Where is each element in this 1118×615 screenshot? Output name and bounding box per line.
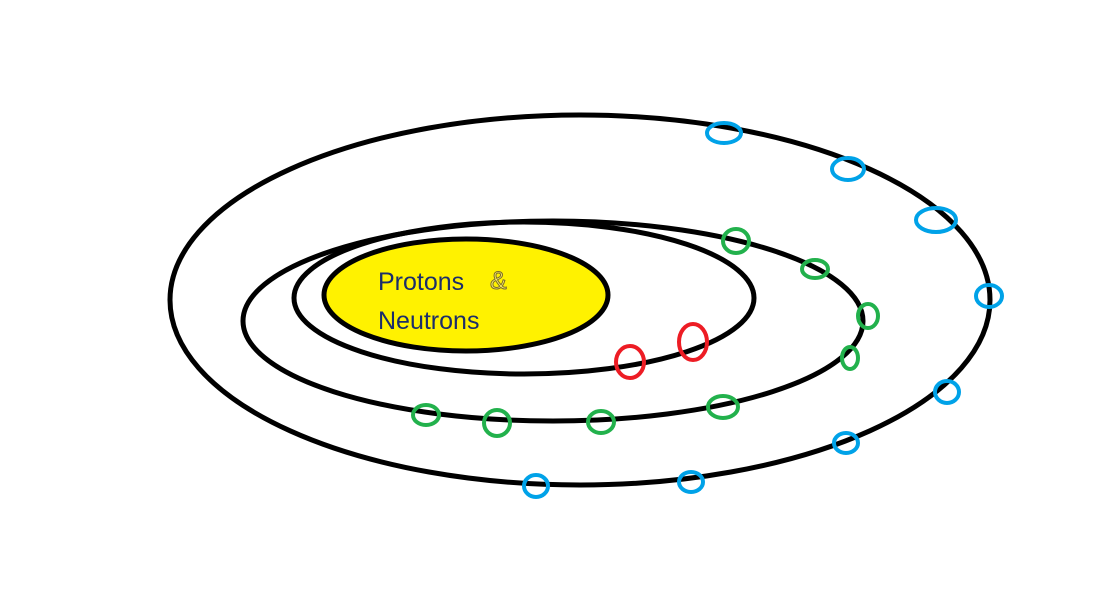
electron-middle <box>856 302 880 330</box>
electron-middle <box>840 345 860 371</box>
electron-middle <box>721 227 751 255</box>
electron-inner <box>614 344 646 380</box>
electron-outer <box>522 473 550 499</box>
inner-orbit <box>291 219 757 377</box>
middle-shell-electrons <box>411 227 880 438</box>
nucleus-label-neutrons: Neutrons <box>378 307 479 335</box>
electron-middle <box>411 403 441 427</box>
inner-shell-electrons <box>614 322 709 380</box>
electron-middle <box>586 409 616 435</box>
electron-outer <box>974 283 1004 309</box>
electron-outer <box>832 431 860 455</box>
electron-middle <box>706 394 740 420</box>
nucleus-label-ampersand: & <box>490 267 507 295</box>
electron-middle <box>800 258 830 280</box>
outer-shell-electrons <box>522 121 1004 499</box>
nucleus <box>321 236 611 354</box>
outer-orbit <box>167 112 993 488</box>
electron-outer <box>933 379 961 405</box>
electron-outer <box>705 121 743 145</box>
electron-middle <box>482 408 512 438</box>
electron-outer <box>677 470 705 494</box>
electron-inner <box>677 322 709 362</box>
nucleus-label-protons: Protons <box>378 268 464 296</box>
electron-outer <box>830 156 866 182</box>
electron-outer <box>914 206 958 234</box>
